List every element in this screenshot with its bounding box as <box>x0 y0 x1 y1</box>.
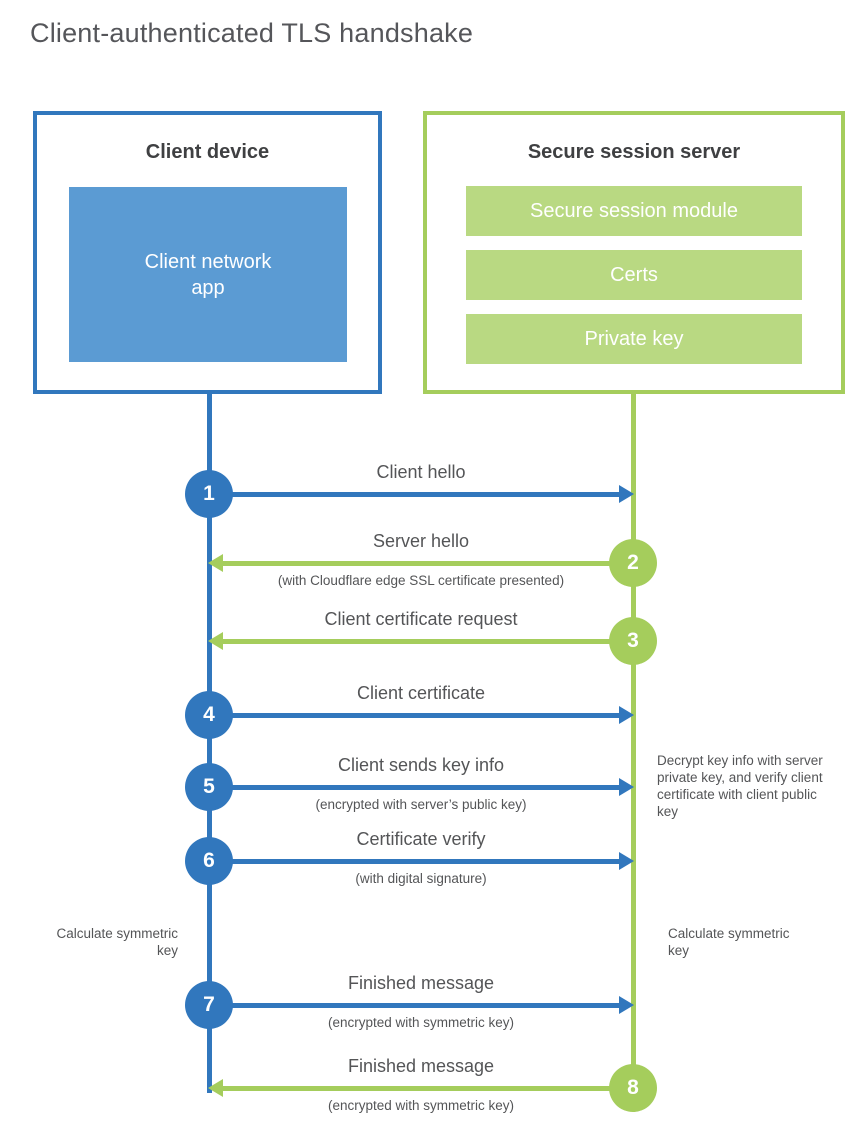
step-8-arrow-shaft <box>223 1086 633 1091</box>
server-lifeline <box>631 394 636 1088</box>
step-5-sublabel: (encrypted with server’s public key) <box>315 797 527 812</box>
step-4-arrow-shaft <box>209 713 619 718</box>
step-8-sublabel: (encrypted with symmetric key) <box>327 1098 515 1113</box>
step-6-arrow-shaft <box>209 859 619 864</box>
step-2-badge: 2 <box>609 539 657 587</box>
step-2-arrowhead-left-icon <box>208 554 223 572</box>
page-title: Client-authenticated TLS handshake <box>30 18 474 48</box>
step-1-row: 1 Client hello <box>0 454 865 534</box>
step-4-badge: 4 <box>185 691 233 739</box>
step-7-sublabel: (encrypted with symmetric key) <box>327 1015 515 1030</box>
step-2-row: 2 Server hello (with Cloudflare edge SSL… <box>0 523 865 603</box>
step-6-row: 6 Certificate verify (with digital signa… <box>0 821 865 901</box>
step-1-arrowhead-right-icon <box>619 485 634 503</box>
secure-session-server-title: Secure session server <box>527 141 741 163</box>
step-6-arrowhead-right-icon <box>619 852 634 870</box>
step-6-label: Certificate verify <box>356 829 486 849</box>
client-network-app-box: Client network app <box>69 187 347 362</box>
step-1-arrow-shaft <box>209 492 619 497</box>
step-8-badge: 8 <box>609 1064 657 1112</box>
step-7-arrowhead-right-icon <box>619 996 634 1014</box>
step-4-arrowhead-right-icon <box>619 706 634 724</box>
step-1-badge: 1 <box>185 470 233 518</box>
step-3-arrow-shaft <box>223 639 633 644</box>
step-3-badge: 3 <box>609 617 657 665</box>
client-network-app-label: Client network app <box>144 250 272 299</box>
step-7-arrow-shaft <box>209 1003 619 1008</box>
server-calculate-symmetric-key-note: Calculate symmetric key <box>668 926 790 958</box>
step-5-badge: 5 <box>185 763 233 811</box>
certs-bar: Certs <box>466 250 802 300</box>
step-1-label: Client hello <box>376 462 466 482</box>
step-8-arrowhead-left-icon <box>208 1079 223 1097</box>
step-2-arrow-shaft <box>223 561 633 566</box>
server-decrypt-note: Decrypt key info with server private key… <box>657 753 823 819</box>
step-5-arrow-shaft <box>209 785 619 790</box>
step-3-label: Client certificate request <box>324 609 518 629</box>
step-4-row: 4 Client certificate <box>0 675 865 755</box>
step-6-sublabel: (with digital signature) <box>355 871 487 886</box>
step-2-label: Server hello <box>372 531 470 551</box>
step-2-sublabel: (with Cloudflare edge SSL certificate pr… <box>277 573 565 588</box>
step-7-badge: 7 <box>185 981 233 1029</box>
step-7-label: Finished message <box>347 973 495 993</box>
secure-session-module-bar: Secure session module <box>466 186 802 236</box>
client-device-title: Client device <box>145 141 270 163</box>
step-3-arrowhead-left-icon <box>208 632 223 650</box>
private-key-bar: Private key <box>466 314 802 364</box>
step-8-row: 8 Finished message (encrypted with symme… <box>0 1048 865 1128</box>
step-5-arrowhead-right-icon <box>619 778 634 796</box>
step-4-label: Client certificate <box>356 683 486 703</box>
secure-session-server-box: Secure session server Secure session mod… <box>423 111 845 394</box>
step-5-label: Client sends key info <box>337 755 505 775</box>
step-8-label: Finished message <box>347 1056 495 1076</box>
step-7-row: 7 Finished message (encrypted with symme… <box>0 965 865 1045</box>
client-device-box: Client device Client network app <box>33 111 382 394</box>
client-calculate-symmetric-key-note: Calculate symmetric key <box>56 926 178 958</box>
step-6-badge: 6 <box>185 837 233 885</box>
client-lifeline <box>207 394 212 1093</box>
step-3-row: 3 Client certificate request <box>0 601 865 681</box>
step-5-row: 5 Client sends key info (encrypted with … <box>0 747 865 827</box>
